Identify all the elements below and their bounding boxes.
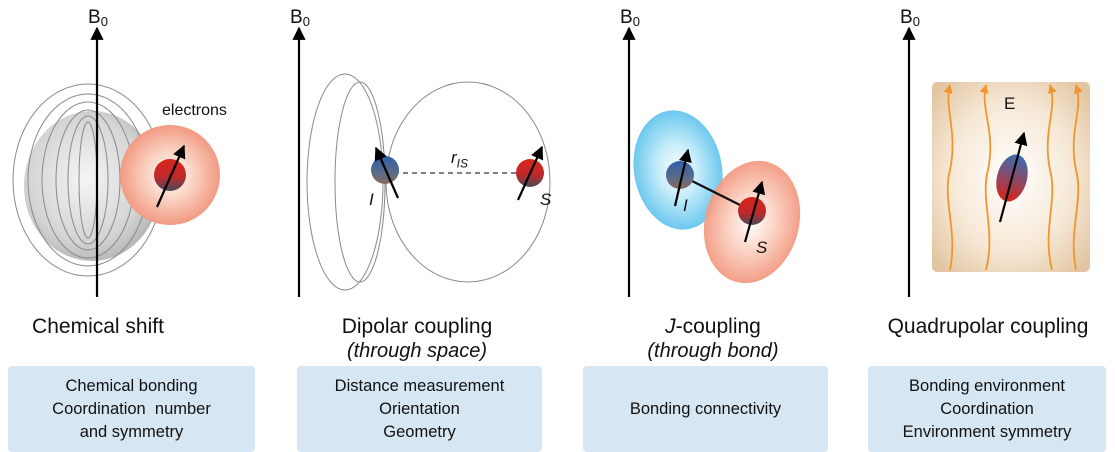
info-box-j-coupling: Bonding connectivity xyxy=(583,366,828,452)
distance-subscript: IS xyxy=(456,156,469,171)
j-symbol: J xyxy=(665,315,676,338)
nucleus-i-label: I xyxy=(683,196,688,215)
info-line: Orientation xyxy=(379,399,460,418)
field-label-text: B xyxy=(88,7,101,28)
spin-arrow-i xyxy=(374,146,400,199)
spin-arrow-s xyxy=(516,145,544,201)
info-line: Geometry xyxy=(383,422,456,441)
info-line: Environment symmetry xyxy=(902,422,1072,441)
electric-field-lines xyxy=(943,84,1083,271)
distance-label: rIS xyxy=(451,148,468,170)
nucleus-s xyxy=(738,197,766,225)
info-line: and symmetry xyxy=(79,422,184,441)
field-label-b0: B0 xyxy=(290,8,310,28)
electric-field-label: E xyxy=(1004,94,1016,113)
field-label-subscript: 0 xyxy=(100,14,108,29)
spin-arrow xyxy=(155,144,186,208)
distance-symbol: r xyxy=(451,148,457,167)
spin-arrow xyxy=(998,131,1028,223)
info-line: Coordination xyxy=(940,399,1034,418)
info-box-dipolar-coupling: Distance measurement Orientation Geometr… xyxy=(297,366,542,452)
info-line: Coordination number xyxy=(52,399,211,418)
field-label-text: B xyxy=(620,7,633,28)
panel-title-quadrupolar-coupling: Quadrupolar coupling xyxy=(887,315,1089,338)
info-line: Distance measurement xyxy=(334,376,505,395)
field-label-subscript: 0 xyxy=(912,14,920,29)
field-label-b0: B0 xyxy=(620,8,640,28)
panel-title-dipolar-coupling: Dipolar coupling xyxy=(341,315,493,338)
quadrupolar-coupling-graphic xyxy=(902,26,1090,297)
info-line: Bonding environment xyxy=(909,376,1065,395)
field-label-subscript: 0 xyxy=(302,14,310,29)
info-line: Chemical bonding xyxy=(65,376,198,395)
field-label-text: B xyxy=(900,7,913,28)
j-coupling-text: -coupling xyxy=(675,315,761,338)
spin-arrow-s xyxy=(743,180,766,243)
info-box-chemical-shift: Chemical bonding Coordination number and… xyxy=(8,366,255,452)
dipolar-coupling-graphic xyxy=(292,26,551,297)
spin-arrow-i xyxy=(673,148,692,207)
panel-subtitle-j-coupling: (through bond) xyxy=(647,340,779,362)
j-coupling-graphic xyxy=(622,26,801,297)
field-label-subscript: 0 xyxy=(632,14,640,29)
panel-title-chemical-shift: Chemical shift xyxy=(32,315,164,338)
electrons-label: electrons xyxy=(162,102,227,119)
panel-title-j-coupling: J-coupling xyxy=(583,314,843,340)
info-box-quadrupolar-coupling: Bonding environment Coordination Environ… xyxy=(868,366,1106,452)
info-line: Bonding connectivity xyxy=(629,399,782,418)
nucleus-i-label: I xyxy=(369,190,374,209)
chemical-shift-graphic xyxy=(12,26,220,297)
nucleus-i xyxy=(666,161,694,189)
nucleus-s-label: S xyxy=(540,190,552,209)
nucleus-s-label: S xyxy=(756,238,768,257)
field-label-text: B xyxy=(290,7,303,28)
field-label-b0: B0 xyxy=(900,8,920,28)
panel-subtitle-dipolar: (through space) xyxy=(346,340,488,362)
field-label-b0: B0 xyxy=(88,8,108,28)
